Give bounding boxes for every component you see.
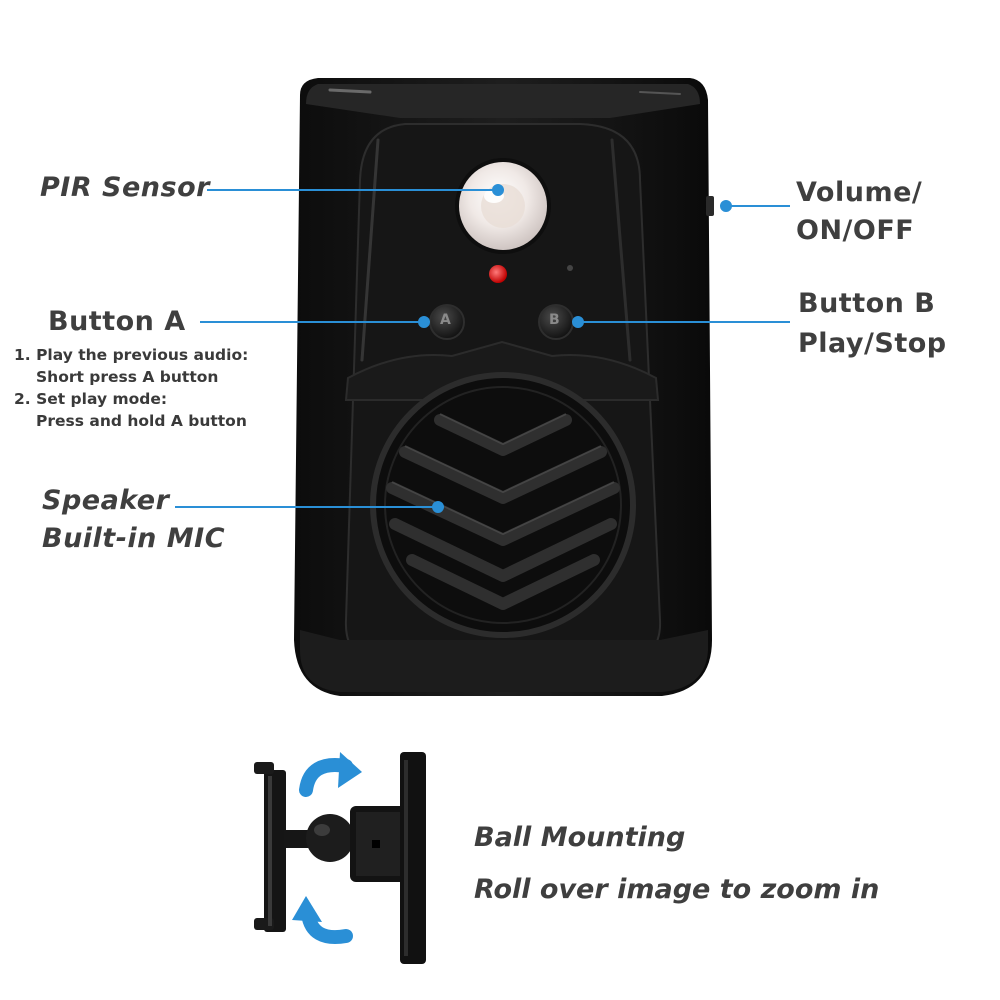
status-led: [489, 265, 507, 283]
button-a-note-4: Press and hold A button: [36, 412, 247, 430]
ball-mounting-label: Ball Mounting: [474, 822, 686, 853]
button-a-note-1: 1. Play the previous audio:: [14, 346, 249, 364]
button-b-label-line1: Button B: [798, 288, 936, 319]
callout-lines: [175, 184, 790, 513]
volume-label-line2: ON/OFF: [796, 215, 915, 246]
button-b-glyph: B: [549, 312, 560, 328]
volume-label-line1: Volume/: [796, 177, 923, 208]
button-a-glyph: A: [440, 312, 451, 328]
pir-sensor-dome: [455, 158, 551, 254]
button-a-note-2: Short press A button: [36, 368, 219, 386]
button-a-notes: 1. Play the previous audio: Short press …: [14, 344, 248, 432]
speaker-label-line1: Speaker: [42, 485, 170, 516]
volume-label: Volume/ ON/OFF: [796, 174, 922, 250]
pir-sensor-label: PIR Sensor: [40, 172, 210, 203]
button-b-label-line2: Play/Stop: [798, 328, 947, 359]
zoom-hint-label: Roll over image to zoom in: [474, 874, 880, 905]
mic-hole: [567, 265, 573, 271]
ball-mount-bracket: [254, 752, 426, 964]
speaker-grille: [370, 372, 636, 638]
curved-arrow-icon: [292, 896, 353, 944]
button-a-label: Button A: [48, 306, 186, 337]
curved-arrow-icon: [299, 752, 362, 797]
button-b-label: Button B Play/Stop: [798, 284, 947, 364]
speaker-label-line2: Built-in MIC: [42, 523, 226, 554]
speaker-label: Speaker Built-in MIC: [42, 482, 225, 558]
button-a-note-3: 2. Set play mode:: [14, 390, 168, 408]
